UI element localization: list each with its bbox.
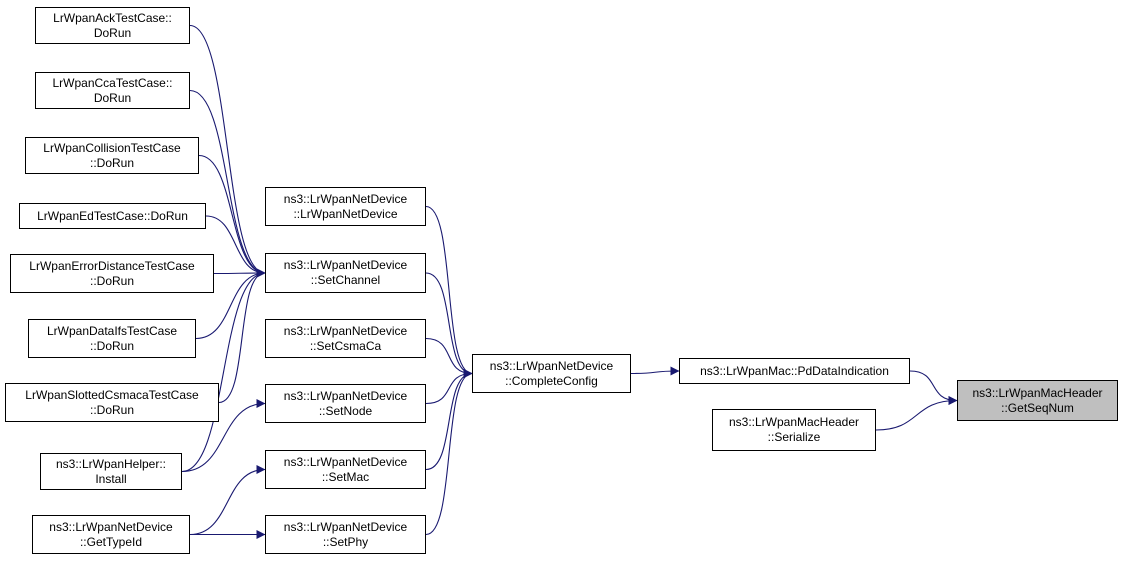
node-label-line: LrWpanAckTestCase:: [53,10,172,25]
edge-helper-to-setnode [181,399,266,473]
node-label-line: ns3::LrWpanNetDevice [283,323,408,338]
edge-setcsmaca-to-complete [425,337,473,378]
node-label-line: ns3::LrWpanMac::PdDataIndication [700,363,889,378]
node-label-line: ::SetMac [321,469,370,484]
node-label-line: ::SetCsmaCa [309,338,382,353]
node-label-line: ::DoRun [89,402,135,417]
node-label-line: ::CompleteConfig [505,373,598,388]
node-label-line: ::DoRun [89,155,135,170]
edge-slotted-to-setchannel [218,268,266,404]
node-dataifs[interactable]: LrWpanDataIfsTestCase::DoRun [28,319,196,358]
node-serialize[interactable]: ns3::LrWpanMacHeader::Serialize [712,409,876,451]
node-label-line: ::GetTypeId [79,534,143,549]
node-label-line: DoRun [93,25,132,40]
node-label-line: ns3::LrWpanNetDevice [283,388,408,403]
node-pddata[interactable]: ns3::LrWpanMac::PdDataIndication [679,358,910,384]
edge-cca-to-setchannel [189,89,266,278]
edge-setmac-to-complete [425,369,473,471]
edge-setphy-to-complete [425,369,473,536]
node-label-line: ns3::LrWpanNetDevice [489,358,614,373]
node-label-line: ::SetChannel [310,273,381,287]
edge-ed-to-setchannel [205,215,266,278]
edge-helper-to-setchannel [181,268,266,473]
node-label-line: ::SetNode [318,403,373,418]
node-typeid[interactable]: ns3::LrWpanNetDevice::GetTypeId [32,515,190,554]
node-helper[interactable]: ns3::LrWpanHelper::Install [40,453,182,490]
node-label-line: ns3::LrWpanNetDevice [283,454,408,469]
node-setphy[interactable]: ns3::LrWpanNetDevice::SetPhy [265,515,426,554]
node-label-line: ::LrWpanNetDevice [293,206,398,221]
node-label-line: Install [95,471,127,486]
edge-pddata-to-getseqnum [909,370,958,405]
node-ctor[interactable]: ns3::LrWpanNetDevice::LrWpanNetDevice [265,187,426,226]
node-setnode[interactable]: ns3::LrWpanNetDevice::SetNode [265,384,426,423]
edge-collision-to-setchannel [198,154,266,278]
node-collision[interactable]: LrWpanCollisionTestCase::DoRun [25,137,199,174]
node-label-line: LrWpanCollisionTestCase [43,140,181,155]
node-setmac[interactable]: ns3::LrWpanNetDevice::SetMac [265,450,426,489]
node-label-line: LrWpanCcaTestCase:: [52,75,173,90]
node-label-line: ::Serialize [767,430,821,444]
node-cca[interactable]: LrWpanCcaTestCase::DoRun [35,72,190,109]
node-setchannel[interactable]: ns3::LrWpanNetDevice::SetChannel [265,253,426,293]
node-setcsmaca[interactable]: ns3::LrWpanNetDevice::SetCsmaCa [265,319,426,358]
node-label-line: ::DoRun [89,273,135,288]
edge-dataifs-to-setchannel [195,268,266,340]
node-label-line: ns3::LrWpanNetDevice [283,191,408,206]
node-label-line: ::SetPhy [322,534,369,549]
node-label-line: DoRun [93,90,132,105]
node-ack[interactable]: LrWpanAckTestCase::DoRun [35,7,190,44]
node-label-line: ::GetSeqNum [1001,400,1074,415]
node-label-line: LrWpanSlottedCsmacaTestCase [25,387,199,402]
node-label-line: ::DoRun [89,338,135,353]
node-slotted[interactable]: LrWpanSlottedCsmacaTestCase::DoRun [5,383,219,422]
node-label-line: ns3::LrWpanNetDevice [49,519,173,534]
edge-ctor-to-complete [425,205,473,378]
edge-ack-to-setchannel [189,24,266,278]
node-errdist[interactable]: LrWpanErrorDistanceTestCase::DoRun [10,254,214,293]
edge-setnode-to-complete [425,369,473,405]
node-label-line: LrWpanDataIfsTestCase [46,323,178,338]
node-label-line: ns3::LrWpanHelper:: [55,456,167,471]
edge-serialize-to-getseqnum [875,396,958,431]
node-label-line: LrWpanErrorDistanceTestCase [29,258,195,273]
edge-complete-to-pddata [630,366,680,376]
node-label-line: ns3::LrWpanMacHeader [728,415,860,429]
node-label-line: ns3::LrWpanMacHeader [972,385,1103,400]
edge-typeid-to-setmac [189,465,266,536]
node-getseqnum[interactable]: ns3::LrWpanMacHeader::GetSeqNum [957,380,1118,421]
node-label-line: ns3::LrWpanNetDevice [283,258,408,272]
node-ed[interactable]: LrWpanEdTestCase::DoRun [19,203,206,229]
node-label-line: LrWpanEdTestCase::DoRun [37,208,188,223]
node-label-line: ns3::LrWpanNetDevice [283,519,408,534]
edge-errdist-to-setchannel [213,268,266,278]
node-complete[interactable]: ns3::LrWpanNetDevice::CompleteConfig [472,354,631,393]
edge-setchannel-to-complete [425,272,473,378]
